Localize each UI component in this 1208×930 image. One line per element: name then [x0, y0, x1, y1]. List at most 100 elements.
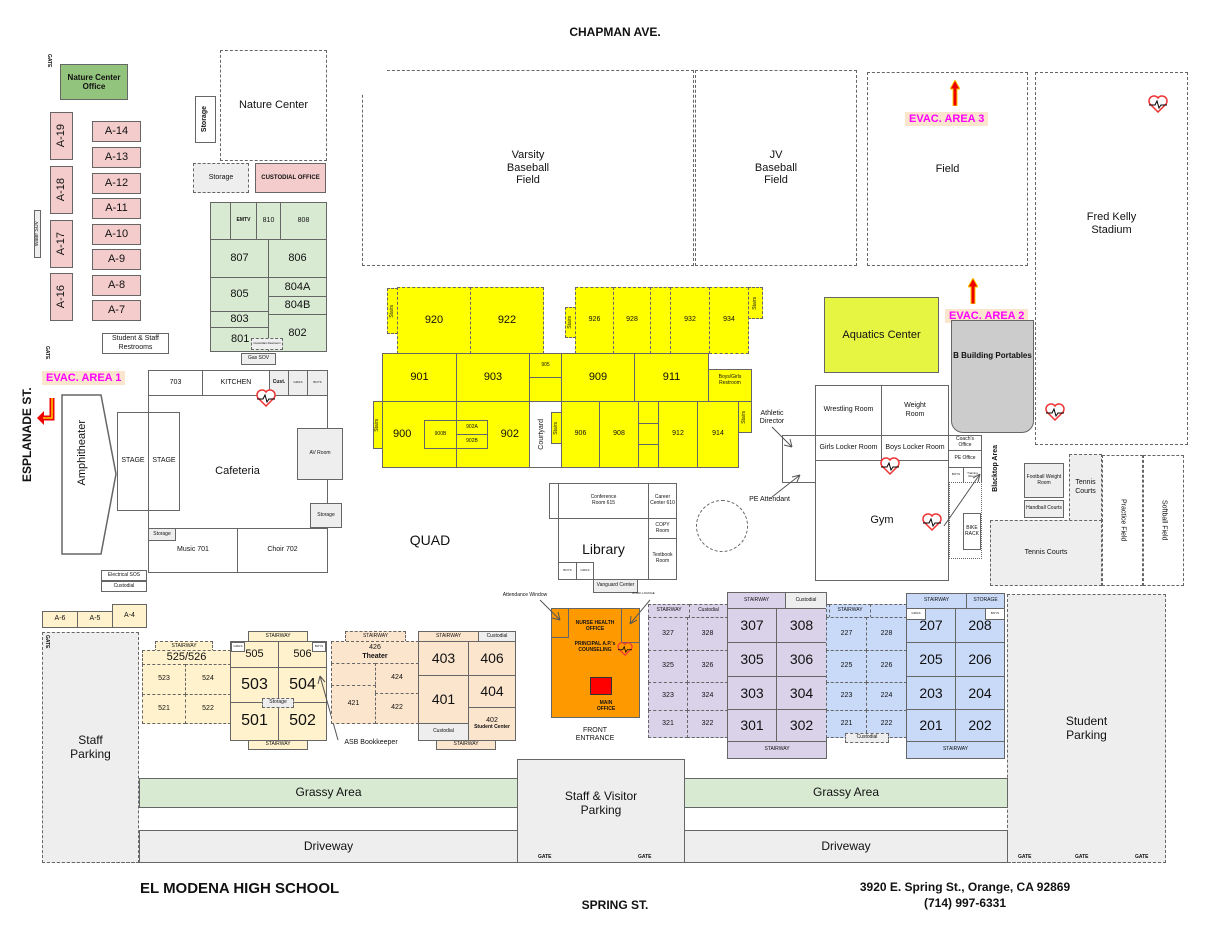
room-a4: A-4: [112, 604, 147, 628]
cafeteria-label: Cafeteria: [215, 465, 260, 477]
utility-rooms: [650, 287, 671, 354]
library: Library: [558, 518, 649, 580]
stairway: STAIRWAY: [727, 741, 827, 759]
room-521: 521: [142, 694, 186, 724]
nature-center-office: Nature Center Office: [60, 64, 128, 100]
evac-arrow-icon: [968, 278, 978, 304]
softball-field: Softball Field: [1160, 500, 1168, 541]
pointer-arrow-icon: [771, 426, 801, 498]
room-a6: A-6: [42, 611, 78, 628]
room-926: 926: [575, 287, 614, 354]
grassy-area: Grassy Area: [684, 778, 1008, 808]
aed-heart-icon: [1045, 403, 1065, 421]
storage: Storage: [193, 163, 249, 193]
room-402: 402: [486, 717, 498, 725]
driveway: Driveway: [139, 830, 518, 863]
main-office: MAIN OFFICE: [596, 700, 616, 712]
room-928: 928: [613, 287, 651, 354]
grassy-area: Grassy Area: [139, 778, 518, 808]
room-908: 908: [599, 401, 639, 468]
room-323: 323: [648, 682, 688, 711]
room-307: 307: [727, 608, 777, 643]
room-303: 303: [727, 676, 777, 710]
student-parking: Student Parking: [1007, 594, 1166, 863]
room-325: 325: [648, 650, 688, 683]
coachs-office: Coach's Office: [948, 435, 982, 451]
vanguard-center: Vanguard Center: [593, 579, 638, 593]
utility-room: [638, 423, 659, 445]
room-703: 703: [148, 370, 203, 396]
room-203: 203: [906, 676, 956, 710]
room-a16: A-16: [55, 285, 68, 309]
pointer-arrow-icon: [943, 473, 981, 527]
street-chapman: CHAPMAN AVE.: [569, 25, 661, 39]
evac-area-3: EVAC. AREA 3: [905, 112, 989, 126]
room-302: 302: [776, 709, 827, 742]
girls-restroom: GIRLS: [906, 608, 926, 620]
evac-area-1: EVAC. AREA 1: [42, 371, 126, 385]
girls-restroom: GIRLS: [576, 562, 594, 580]
room-224: 224: [866, 682, 907, 711]
room-a12: A-12: [92, 173, 141, 194]
room-226: 226: [866, 650, 907, 683]
student-center: Student Center: [474, 724, 510, 731]
storage: Storage: [262, 698, 294, 708]
utility-room: [638, 444, 659, 468]
asb-bookkeeper-label: ASB Bookkeeper: [344, 739, 398, 746]
room-a10: A-10: [92, 224, 141, 245]
tennis-courts: Tennis Courts: [990, 520, 1102, 586]
career-center-610: Career Center 610: [648, 483, 677, 519]
room-932: 932: [670, 287, 710, 354]
room-227: 227: [826, 617, 867, 651]
room-326: 326: [687, 650, 728, 683]
tennis-courts-small: Tennis Courts: [1069, 454, 1102, 521]
room-401: 401: [418, 675, 469, 724]
quad-label: QUAD: [409, 532, 451, 548]
address: 3920 E. Spring St., Orange, CA 92869: [859, 880, 1071, 894]
room-424: 424: [375, 663, 419, 694]
room-206: 206: [955, 642, 1005, 677]
room-201: 201: [906, 709, 956, 742]
boys-locker-room: Boys Locker Room: [881, 435, 949, 461]
room-a18: A-18: [55, 178, 68, 202]
aed-heart-icon: [256, 389, 276, 407]
field: Field: [867, 72, 1028, 266]
evac-area-2: EVAC. AREA 2: [945, 309, 1029, 323]
water-sov: Water SOV: [34, 221, 40, 247]
room-522: 522: [185, 694, 231, 724]
pe-attendant-label: PE Attendant: [749, 496, 790, 503]
amphitheater: [61, 394, 117, 555]
athletic-director-label: Athletic Director: [759, 410, 785, 426]
room-920: 920: [397, 287, 471, 354]
gate-label: GATE: [44, 346, 50, 360]
room-223: 223: [826, 682, 867, 711]
room-301: 301: [727, 709, 777, 742]
room-905: 905: [529, 353, 562, 378]
boys-restroom: BOYS: [985, 608, 1005, 620]
room-321: 321: [648, 710, 688, 738]
street-spring: SPRING ST.: [581, 898, 649, 912]
storage: Storage: [201, 106, 209, 133]
room-901: 901: [382, 353, 457, 402]
stairs: Stairs: [552, 421, 559, 435]
pointer-arrow-icon: [539, 599, 651, 625]
av-room: AV Room: [297, 428, 343, 480]
nurse-health-office: NURSE HEALTH OFFICE: [575, 620, 615, 632]
street-esplanade: ESPLANADE ST.: [20, 387, 34, 483]
gate-label: GATE: [1135, 854, 1149, 860]
amphitheater-label: Amphitheater: [76, 420, 88, 486]
electrical-sos: Electrical SOS: [101, 570, 147, 581]
gate-label: GATE: [46, 54, 52, 68]
room-803: 803: [210, 311, 269, 328]
stairs: Stairs: [388, 304, 395, 318]
weight-room: Weight Room: [881, 385, 949, 436]
attendance-window-label: Attendance Window: [502, 592, 548, 598]
staff-lounge-label: STAFF LOUNGE: [632, 591, 655, 595]
copy-room: COPY Room: [648, 518, 677, 539]
room-403: 403: [418, 641, 469, 676]
training-room: Training Room: [963, 467, 982, 483]
boys-girls-restroom: Boys/Girls Restroom: [708, 369, 752, 402]
gate-label: GATE: [44, 635, 50, 649]
room-emtv: EMTV: [230, 202, 257, 240]
room-934: 934: [709, 287, 749, 354]
